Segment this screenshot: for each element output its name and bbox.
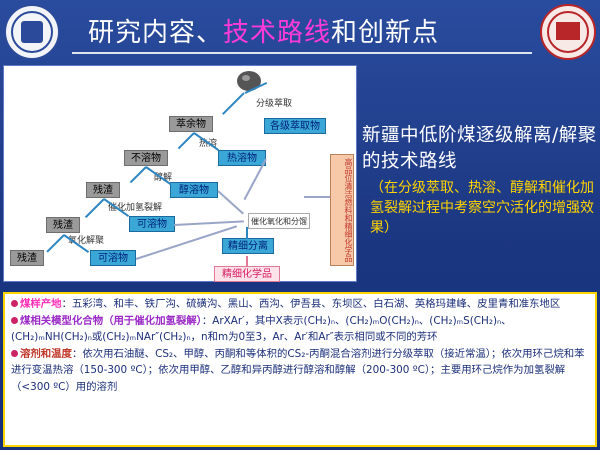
- flow-arrow: [304, 196, 330, 198]
- flow-arrow: [246, 256, 248, 266]
- bullet-icon: [11, 300, 18, 307]
- fine-chemicals-node: 精细化学品: [214, 266, 280, 282]
- process-diagram: 分级萃取 萃余物 各级萃取物 热溶 不溶物 热溶物 醇解 残渣 醇溶物 催化加氢…: [3, 65, 357, 282]
- separation-node: 精细分离: [222, 238, 274, 254]
- step-label: 氧化解聚: [68, 236, 105, 246]
- product-node: 各级萃取物: [264, 118, 326, 134]
- catalysis-node: 催化氧化和分馏: [248, 213, 310, 229]
- detail-key: 溶剂和温度: [20, 347, 72, 360]
- step-label: 催化加氢裂解: [108, 203, 163, 213]
- detail-item: 煤相关模型化合物（用于催化加氢裂解）：ArXAr′，其中X表示(CH₂)ₙ、(C…: [11, 313, 589, 346]
- title-underline: [72, 52, 532, 54]
- detail-text: ：ArXAr′，其中X表示(CH₂)ₙ、(CH₂)ₘO(CH₂)ₙ、(CH₂)ₘ…: [11, 314, 512, 344]
- residue-node: 不溶物: [124, 150, 168, 166]
- flow-arrow: [217, 190, 244, 215]
- product-node: 可溶物: [90, 250, 136, 266]
- seal-emblem: [21, 21, 43, 43]
- title-highlight: 技术路线: [223, 18, 332, 48]
- bullet-icon: [11, 349, 18, 357]
- detail-key: 煤相关模型化合物（用于催化加氢裂解）: [20, 314, 202, 327]
- step-label: 分级萃取: [256, 99, 293, 109]
- flow-arrow: [222, 92, 245, 115]
- flow-arrow: [46, 234, 65, 253]
- details-panel: 煤样产地：五彩湾、和丰、铁厂沟、硫磺沟、黑山、西沟、伊吾县、东坝区、白石湖、英格…: [3, 292, 597, 447]
- seal-emblem: [556, 22, 580, 40]
- detail-item: 煤样产地：五彩湾、和丰、铁厂沟、硫磺沟、黑山、西沟、伊吾县、东坝区、白石湖、英格…: [11, 296, 589, 313]
- title-part-1: 研究内容、: [88, 18, 224, 48]
- residue-node: 残渣: [86, 182, 120, 198]
- clean-fuel-box: 高品位清洁燃料和精细化学品: [330, 154, 354, 266]
- title-part-3: 和创新点: [331, 18, 440, 48]
- residue-node: 萃余物: [169, 116, 213, 132]
- university-logo-right: [540, 4, 596, 60]
- bullet-icon: [11, 316, 18, 324]
- seal-ring: [547, 11, 589, 53]
- flow-arrow: [84, 198, 105, 219]
- residue-node: 残渣: [46, 217, 80, 233]
- residue-node: 残渣: [10, 250, 44, 266]
- product-node: 热溶物: [218, 150, 266, 166]
- flow-arrow: [246, 227, 248, 239]
- product-node: 可溶物: [129, 216, 175, 232]
- seal-ring: [11, 11, 53, 53]
- flow-arrow: [177, 132, 195, 150]
- product-node: 醇溶物: [170, 182, 218, 198]
- slide-title: 研究内容、技术路线和创新点: [88, 12, 439, 49]
- flow-arrow: [129, 166, 147, 184]
- detail-item: 溶剂和温度：依次用石油醚、CS₂、甲醇、丙酮和等体积的CS₂-丙酮混合溶剂进行分…: [11, 346, 589, 396]
- route-heading: 新疆中低阶煤逐级解离/解聚的技术路线: [362, 125, 597, 172]
- route-subtitle: （在分级萃取、热溶、醇解和催化加氢裂解过程中考察空穴活化的增强效果）: [370, 180, 594, 236]
- detail-text: ：依次用石油醚、CS₂、甲醇、丙酮和等体积的CS₂-丙酮混合溶剂进行分级萃取（接…: [11, 347, 585, 393]
- detail-text: ：五彩湾、和丰、铁厂沟、硫磺沟、黑山、西沟、伊吾县、东坝区、白石湖、英格玛建峰、…: [61, 298, 561, 310]
- university-logo-left: [4, 4, 60, 60]
- detail-key: 煤样产地: [20, 298, 62, 310]
